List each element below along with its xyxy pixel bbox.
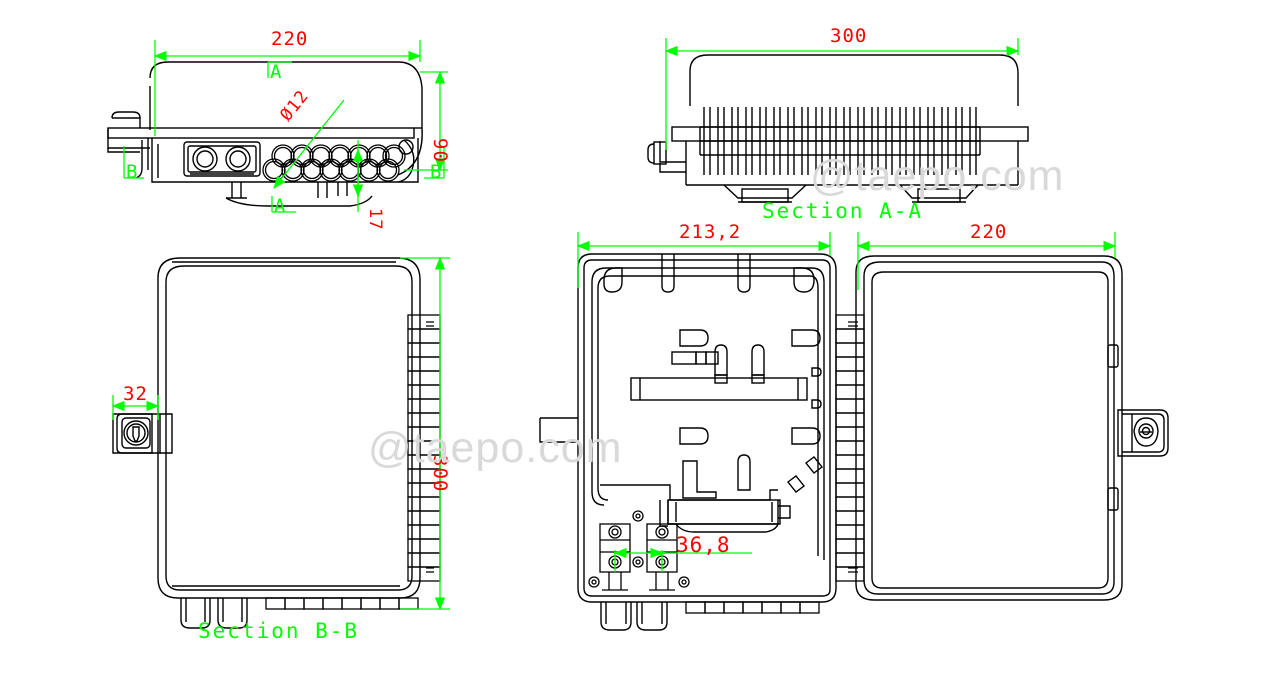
dimensions-section-bb <box>111 256 450 611</box>
labels-view-open: 213,2 220 36,8 <box>676 221 1007 557</box>
lock-assembly-bb <box>112 413 173 454</box>
view-open-base <box>539 253 837 631</box>
svg-text:36,8: 36,8 <box>676 533 731 557</box>
svg-text:17: 17 <box>365 208 385 230</box>
terminal-blocks <box>599 523 678 591</box>
svg-text:220: 220 <box>970 221 1007 243</box>
hinge-column-open <box>835 314 865 582</box>
dimensions-view-top <box>123 40 448 213</box>
view-section-aa <box>647 54 1029 203</box>
door-lock <box>1117 409 1169 457</box>
dimensions-view-open <box>576 232 1117 572</box>
svg-text:Section A-A: Section A-A <box>762 199 923 223</box>
svg-text:220: 220 <box>271 28 308 50</box>
svg-text:300: 300 <box>429 455 451 492</box>
view-open-door <box>855 255 1169 601</box>
vent-slots-bb <box>265 597 419 610</box>
hinge-column-bb <box>407 314 441 582</box>
svg-text:32: 32 <box>123 383 148 405</box>
labels-section-aa: 300 Section A-A <box>762 25 923 223</box>
svg-text:B: B <box>430 161 441 183</box>
svg-text:B: B <box>126 161 137 183</box>
dimensions-section-aa <box>664 38 1020 150</box>
comb-fins-upper <box>703 107 977 141</box>
labels-section-bb: 32 300 Section B-B <box>123 383 451 643</box>
svg-text:90: 90 <box>429 138 451 163</box>
labels-view-top: 220 90 Ø12 17 A A B B <box>126 28 451 230</box>
svg-text:Ø12: Ø12 <box>276 86 313 125</box>
comb-fins-lower <box>703 141 977 175</box>
view-section-bb <box>112 257 441 629</box>
svg-text:A: A <box>274 195 286 217</box>
port-row-top <box>271 144 406 168</box>
svg-text:Section B-B: Section B-B <box>198 619 359 643</box>
svg-text:300: 300 <box>830 25 867 47</box>
svg-text:213,2: 213,2 <box>679 221 741 243</box>
svg-text:A: A <box>270 61 282 83</box>
